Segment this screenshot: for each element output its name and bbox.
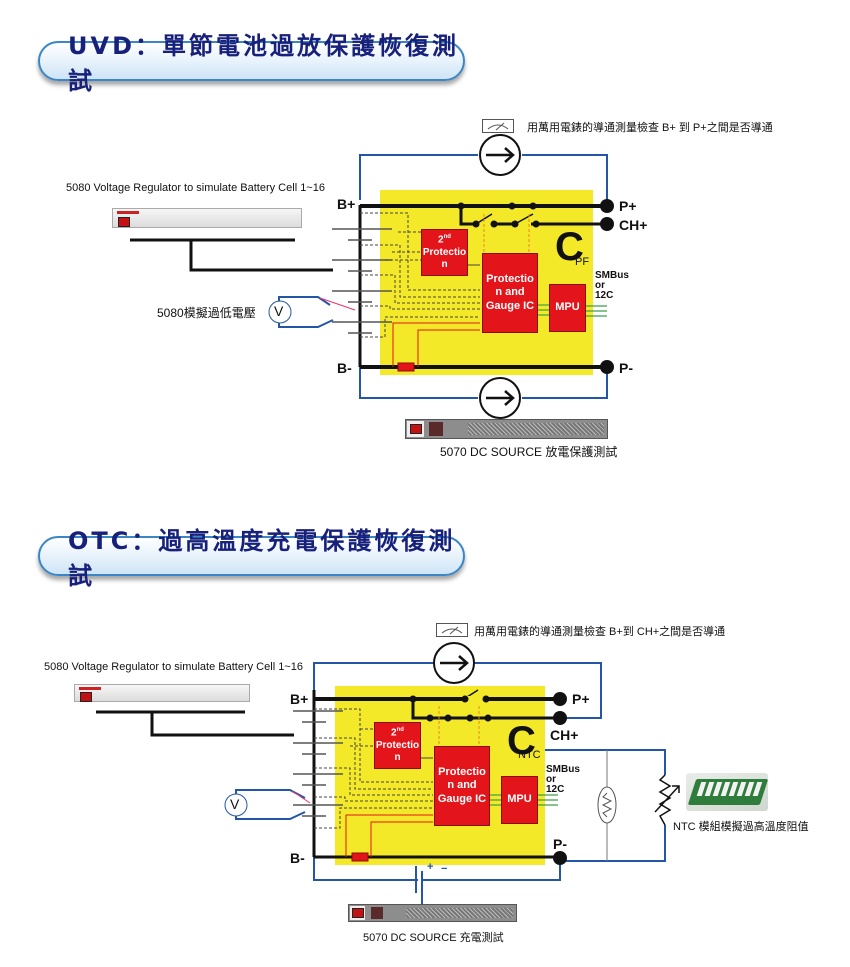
bus-label: SMBus or 12C	[546, 764, 580, 795]
mpu-block: MPU	[549, 284, 586, 332]
power-switch-icon	[352, 908, 364, 918]
dc-source-5070	[348, 904, 517, 922]
terminal-bminus: B-	[337, 360, 352, 376]
section-title-text: OTC：過高溫度充電保護恢復測試	[68, 527, 456, 590]
source-loop-left	[359, 367, 478, 399]
terminal-pminus: P-	[619, 360, 633, 376]
battery-plus: +	[427, 861, 434, 873]
display-icon	[371, 907, 383, 919]
ntc-board	[687, 779, 769, 805]
voltmeter-label: 5080模擬過低電壓	[157, 306, 256, 320]
regulator-label: 5080 Voltage Regulator to simulate Batte…	[66, 182, 325, 194]
current-source-arrow-icon	[479, 377, 521, 419]
terminal-bplus: B+	[290, 691, 309, 707]
second-protection-text: Protectio n	[422, 246, 467, 270]
second-protection-text: Protectio n	[375, 739, 420, 763]
meter-loop-left	[359, 154, 478, 200]
terminal-bminus: B-	[290, 850, 305, 866]
variable-resistor-icon	[654, 774, 680, 826]
meter-loop-right	[522, 154, 608, 200]
terminal-chplus: CH+	[550, 727, 579, 743]
protection-gauge-ic-block: Protectio n and Gauge IC	[434, 746, 490, 826]
display-icon	[429, 422, 443, 436]
current-source-arrow-icon	[479, 134, 521, 176]
section-title-text: UVD：單節電池過放保護恢復測試	[68, 32, 459, 95]
second-protection-num: 2	[391, 727, 397, 739]
power-switch-icon	[118, 217, 130, 227]
terminal-chplus: CH+	[619, 217, 648, 233]
uvd-circuit-wiring	[130, 134, 614, 419]
second-protection-sup: nd	[443, 234, 451, 241]
section-title-otc: OTC：過高溫度充電保護恢復測試	[38, 527, 465, 590]
terminal-bplus: B+	[337, 196, 356, 212]
terminal-pplus: P+	[572, 691, 590, 707]
voltmeter-icon	[268, 300, 292, 324]
protection-gauge-ic-block: Protectio n and Gauge IC	[482, 253, 538, 333]
voltage-regulator-5080	[74, 684, 250, 702]
thermistor-icon	[597, 786, 617, 824]
mpu-block: MPU	[501, 776, 538, 824]
voltmeter-symbol: V	[274, 303, 284, 319]
second-protection-sup: nd	[396, 727, 404, 734]
section-title-uvd: UVD：單節電池過放保護恢復測試	[38, 32, 465, 95]
bus-label: SMBus or 12C	[595, 270, 629, 301]
power-switch-icon	[80, 692, 92, 702]
meter-note: 用萬用電錶的導通測量檢查 B+ 到 P+之間是否導通	[527, 122, 773, 134]
battery-minus: −	[441, 863, 448, 875]
voltmeter-icon	[224, 793, 248, 817]
regulator-label: 5080 Voltage Regulator to simulate Batte…	[44, 661, 303, 673]
c-subscript: PF	[575, 256, 590, 268]
c-label: C	[507, 719, 536, 763]
c-label: C	[555, 225, 584, 269]
meter-note: 用萬用電錶的導通測量檢查 B+到 CH+之間是否導通	[474, 626, 726, 638]
power-switch-icon	[410, 424, 422, 434]
dc-source-5070	[405, 419, 608, 439]
source-loop-right	[522, 367, 608, 399]
vent-grille	[406, 908, 513, 918]
terminal-pminus: P-	[553, 836, 567, 852]
current-source-arrow-icon	[433, 642, 475, 684]
ntc-module-image	[686, 773, 769, 811]
multimeter-icon	[482, 119, 514, 133]
relay	[752, 782, 763, 796]
brand-mark	[79, 687, 101, 690]
brand-mark	[117, 211, 139, 214]
voltage-regulator-5080	[112, 208, 302, 228]
multimeter-icon	[436, 623, 468, 637]
source-label: 5070 DC SOURCE 放電保護測試	[440, 445, 618, 459]
second-protection-num: 2	[438, 234, 444, 246]
terminal-pplus: P+	[619, 198, 637, 214]
ntc-label: NTC 模組模擬過高溫度阻值	[673, 821, 809, 833]
voltmeter-symbol: V	[230, 796, 240, 812]
source-label: 5070 DC SOURCE 充電測試	[363, 932, 504, 944]
c-subscript: NTC	[518, 749, 541, 761]
vent-grille	[468, 423, 604, 435]
